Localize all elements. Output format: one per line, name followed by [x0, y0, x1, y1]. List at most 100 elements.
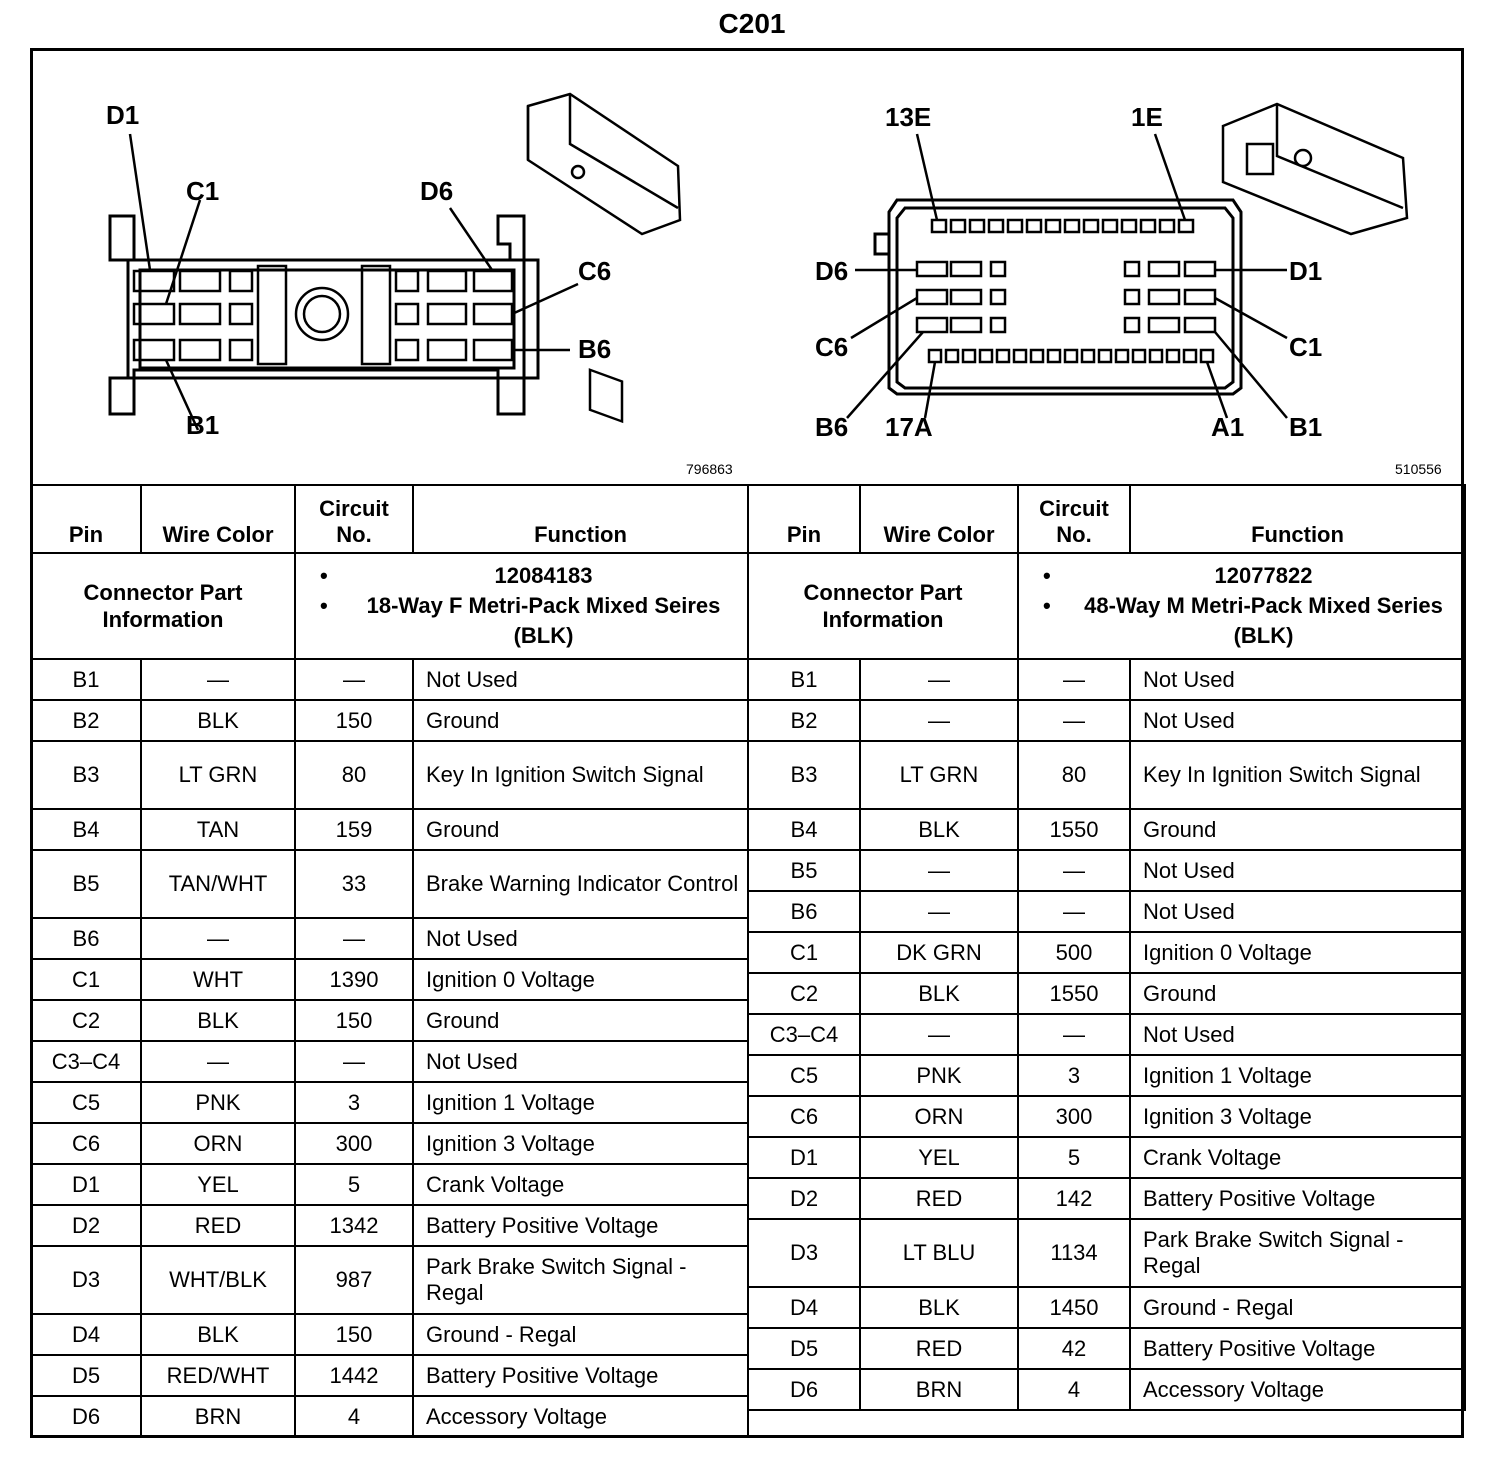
label-d1: D1 [1289, 256, 1322, 286]
circuit-no-cell: 1134 [1017, 1218, 1131, 1288]
circuit-no-cell: — [294, 1040, 414, 1083]
wire-color-cell: RED [859, 1177, 1019, 1220]
figure-number: 796863 [686, 461, 733, 477]
function-cell: Key In Ignition Switch Signal [412, 740, 749, 810]
label-d1: D1 [106, 100, 139, 130]
pin-cell: D2 [30, 1204, 142, 1247]
header-circuit-no: Circuit No. [1017, 484, 1131, 554]
pin-cell: D5 [747, 1327, 861, 1370]
table-row: C3–C4——Not Used [747, 1013, 1466, 1056]
header-function: Function [1129, 484, 1466, 554]
wire-color-cell: RED/WHT [140, 1354, 296, 1397]
circuit-no-cell: 5 [1017, 1136, 1131, 1179]
part-info-list: 12077822 48-Way M Metri-Pack Mixed Serie… [1025, 561, 1458, 651]
label-b6: B6 [815, 412, 848, 442]
function-cell: Park Brake Switch Signal - Regal [1129, 1218, 1466, 1288]
wire-color-cell: LT GRN [859, 740, 1019, 810]
pin-cell: B5 [30, 849, 142, 919]
circuit-no-cell: 4 [1017, 1368, 1131, 1411]
function-cell: Ignition 3 Voltage [1129, 1095, 1466, 1138]
circuit-no-cell: — [1017, 890, 1131, 933]
table-row: C3–C4——Not Used [30, 1040, 749, 1083]
pin-cell: B3 [30, 740, 142, 810]
label-c1: C1 [186, 176, 219, 206]
function-cell: Battery Positive Voltage [1129, 1327, 1466, 1370]
wire-color-cell: BLK [859, 808, 1019, 851]
wire-color-cell: PNK [140, 1081, 296, 1124]
pin-cell: C6 [30, 1122, 142, 1165]
wire-color-cell: YEL [140, 1163, 296, 1206]
pin-cell: C6 [747, 1095, 861, 1138]
wire-color-cell: ORN [859, 1095, 1019, 1138]
circuit-no-cell: 500 [1017, 931, 1131, 974]
wire-color-cell: TAN [140, 808, 296, 851]
pin-cell: C1 [30, 958, 142, 1001]
function-cell: Ground [1129, 972, 1466, 1015]
function-cell: Not Used [1129, 890, 1466, 933]
part-description: 48-Way M Metri-Pack Mixed Series (BLK) [1043, 591, 1458, 651]
circuit-no-cell: 1390 [294, 958, 414, 1001]
function-cell: Not Used [412, 1040, 749, 1083]
circuit-no-cell: — [294, 658, 414, 701]
wire-color-cell: — [140, 1040, 296, 1083]
connector-18-way-drawing: D1 C1 D6 C6 B6 B1 796863 [106, 92, 733, 477]
pin-cell: D6 [747, 1368, 861, 1411]
circuit-no-cell: — [294, 917, 414, 960]
table-row: B1——Not Used [30, 658, 749, 701]
wire-color-cell: WHT/BLK [140, 1245, 296, 1315]
wire-color-cell: — [859, 849, 1019, 892]
wire-color-cell: RED [140, 1204, 296, 1247]
header-pin: Pin [747, 484, 861, 554]
connector-part-info-row: Connector Part Information 12084183 18-W… [30, 552, 749, 660]
wire-color-cell: ORN [140, 1122, 296, 1165]
circuit-no-cell: 5 [294, 1163, 414, 1206]
circuit-no-cell: 300 [294, 1122, 414, 1165]
connector-part-info-label: Connector Part Information [747, 552, 1019, 660]
function-cell: Ground [412, 699, 749, 742]
function-cell: Crank Voltage [412, 1163, 749, 1206]
pin-cell: B4 [30, 808, 142, 851]
label-b1: B1 [1289, 412, 1322, 442]
circuit-no-cell: 3 [1017, 1054, 1131, 1097]
function-cell: Not Used [1129, 849, 1466, 892]
circuit-no-cell: 3 [294, 1081, 414, 1124]
function-cell: Brake Warning Indicator Control [412, 849, 749, 919]
label-b6: B6 [578, 334, 611, 364]
circuit-no-cell: 4 [294, 1395, 414, 1438]
pin-cell: B5 [747, 849, 861, 892]
wire-color-cell: BRN [140, 1395, 296, 1438]
wire-color-cell: WHT [140, 958, 296, 1001]
wire-color-cell: — [140, 917, 296, 960]
function-cell: Ignition 0 Voltage [412, 958, 749, 1001]
function-cell: Ground - Regal [412, 1313, 749, 1356]
pin-cell: C2 [30, 999, 142, 1042]
circuit-no-cell: — [1017, 849, 1131, 892]
pin-cell: C3–C4 [747, 1013, 861, 1056]
table-row: B1——Not Used [747, 658, 1466, 701]
function-cell: Not Used [1129, 658, 1466, 701]
table-row: B6——Not Used [30, 917, 749, 960]
wire-color-cell: BLK [859, 972, 1019, 1015]
part-number: 12084183 [320, 561, 741, 591]
pin-cell: B6 [30, 917, 142, 960]
label-a1: A1 [1211, 412, 1244, 442]
pin-cell: C2 [747, 972, 861, 1015]
circuit-no-cell: 150 [294, 699, 414, 742]
wire-color-cell: — [859, 658, 1019, 701]
